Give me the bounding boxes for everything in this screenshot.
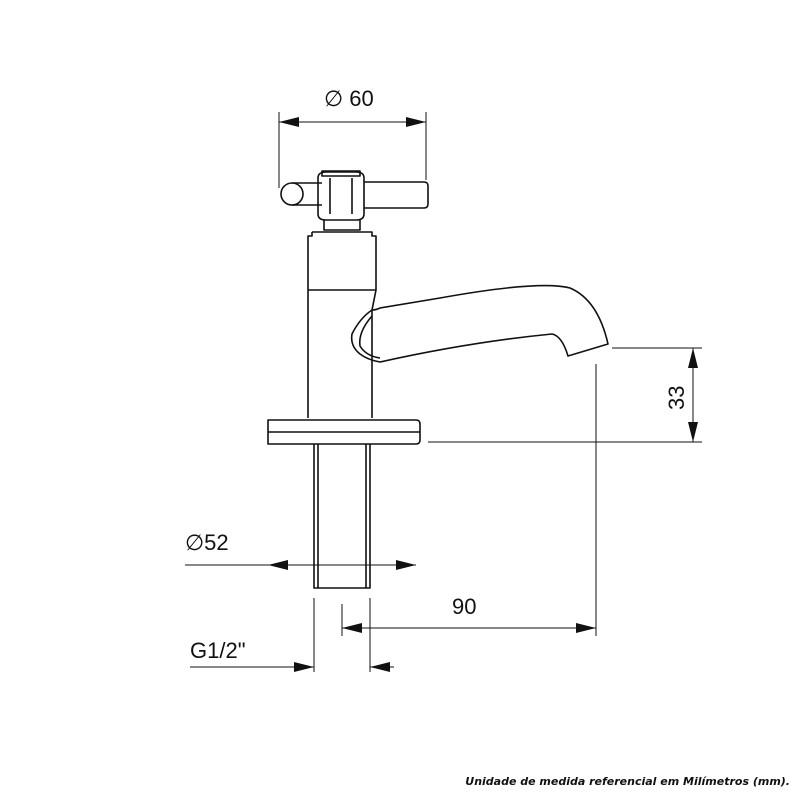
handle-left-knob [280, 182, 304, 206]
shank-inner-lines [317, 444, 367, 588]
dim-spout-height-label: 33 [664, 386, 689, 410]
dim-spout-reach-label: 90 [452, 594, 476, 619]
dimension-lines [185, 112, 702, 672]
units-footnote: Unidade de medida referencial em Milímet… [465, 775, 790, 788]
handle-hub-lines [329, 178, 353, 214]
faucet-outline [267, 170, 609, 589]
handle-hub [317, 171, 365, 221]
dim-handle-diameter-label: ∅ 60 [324, 86, 374, 111]
handle-right-arm [364, 181, 429, 209]
dim-base-diameter-label: ∅52 [185, 530, 229, 555]
spout-inner-curve [358, 315, 381, 359]
handle-collar [323, 220, 361, 231]
base-flange [267, 419, 421, 445]
handle-hub-cap [321, 170, 361, 177]
spout [350, 284, 609, 363]
cross-handle [280, 170, 429, 231]
handle-left-arm [292, 182, 322, 206]
threaded-shank [313, 444, 371, 589]
dim-thread-label: G1/2" [190, 638, 246, 663]
